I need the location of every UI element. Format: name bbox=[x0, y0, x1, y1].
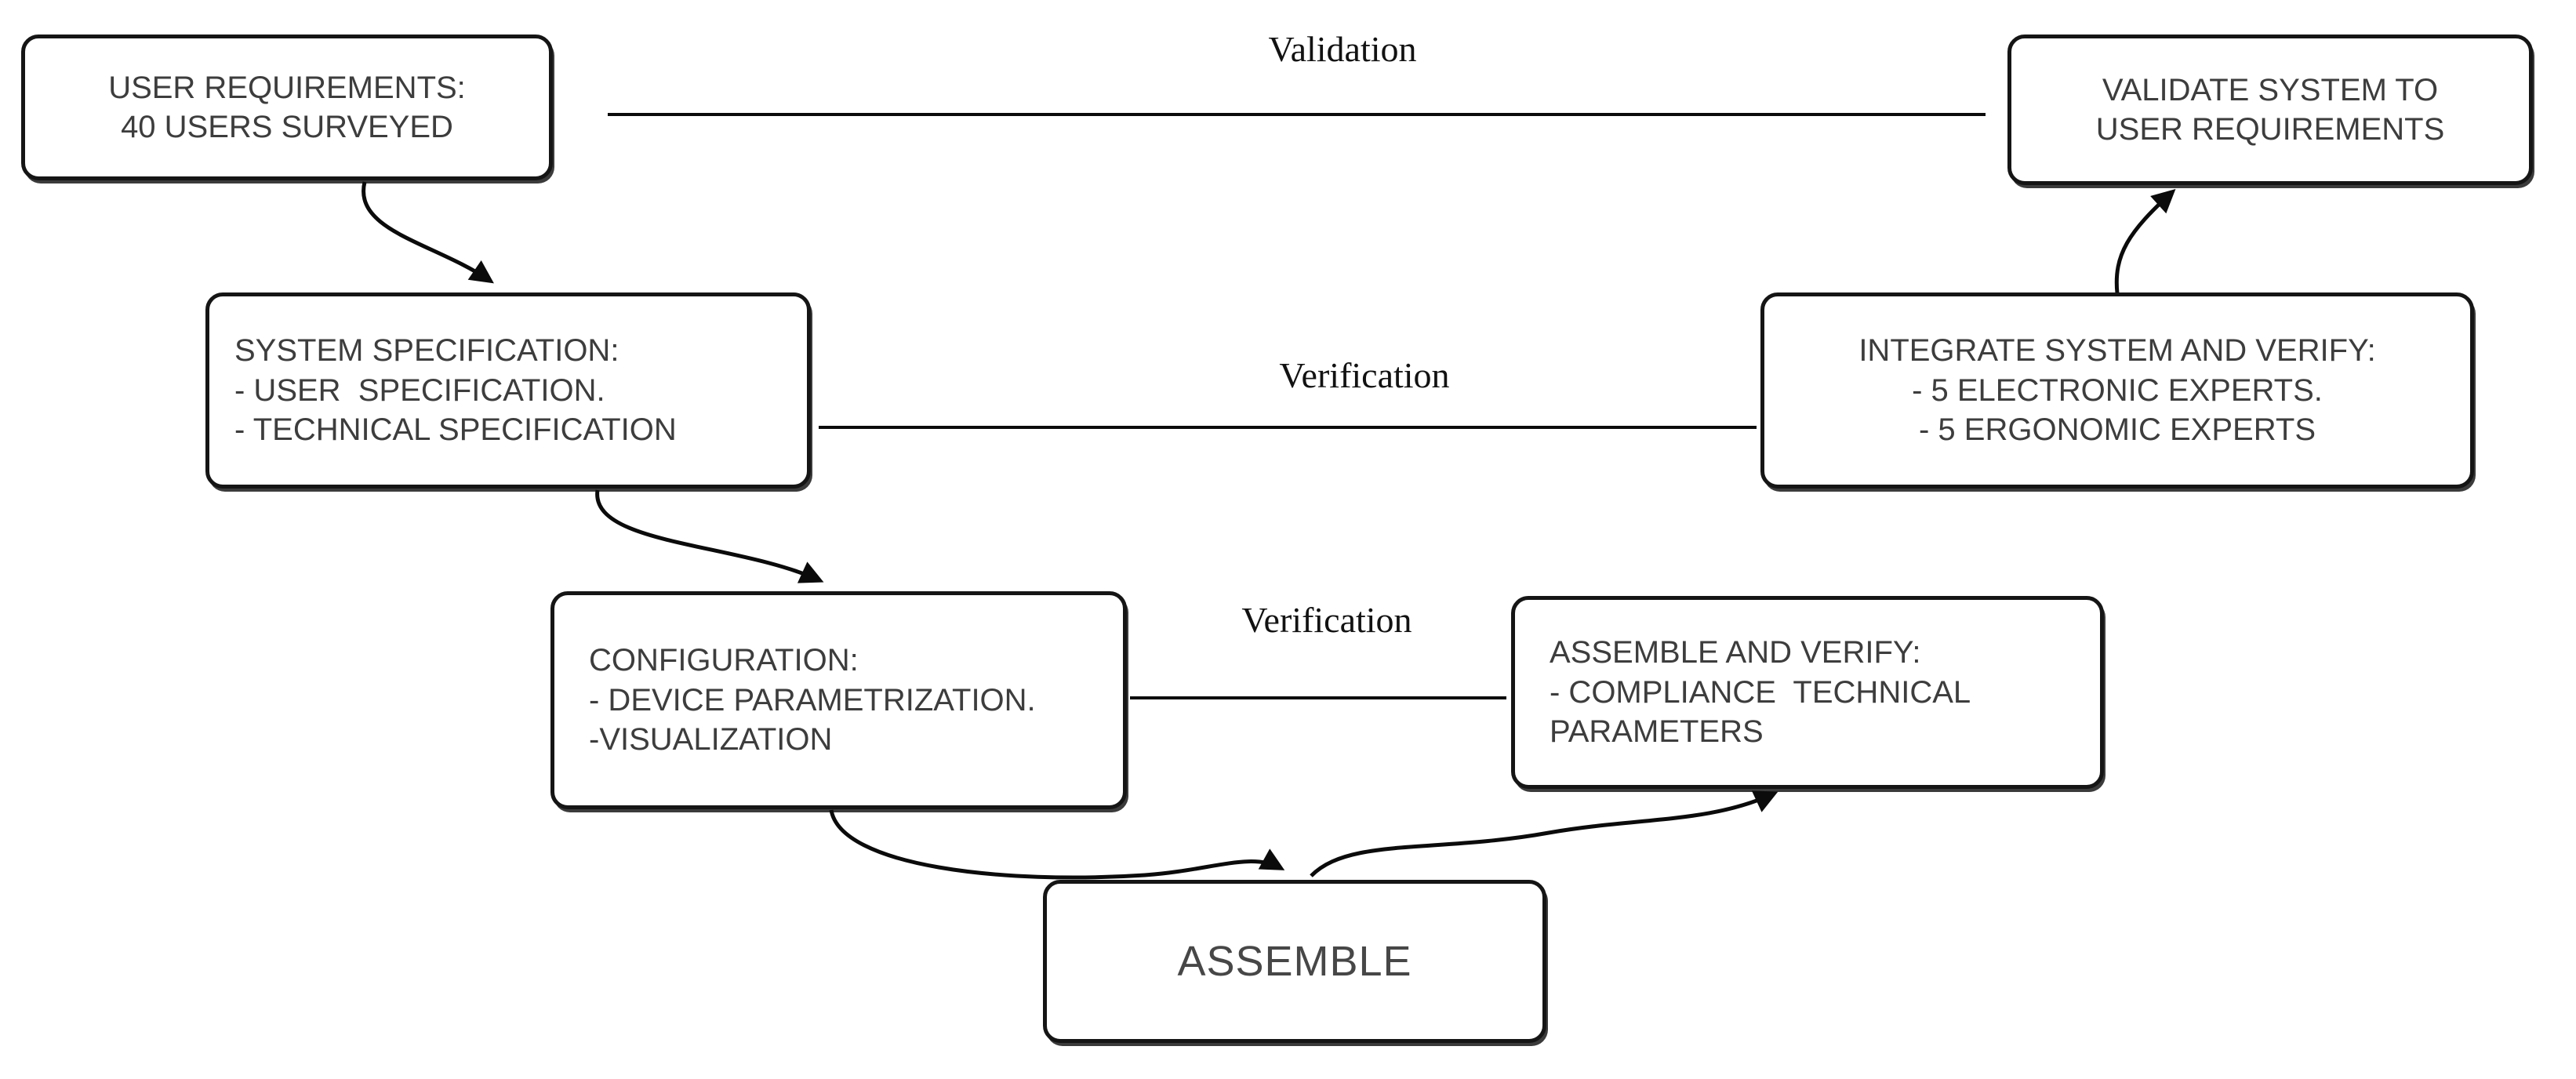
box-line: CONFIGURATION: bbox=[589, 643, 859, 678]
box-line: USER REQUIREMENTS bbox=[2095, 112, 2445, 147]
box-assemble-and-verify: ASSEMBLE AND VERIFY: - COMPLIANCE TECHNI… bbox=[1511, 596, 2104, 789]
box-line: ASSEMBLE bbox=[1177, 937, 1412, 985]
box-validate-system: VALIDATE SYSTEM TO USER REQUIREMENTS bbox=[2007, 35, 2533, 185]
box-line: SYSTEM SPECIFICATION: bbox=[234, 333, 619, 369]
box-line: - DEVICE PARAMETRIZATION. bbox=[589, 682, 1036, 718]
verification-label-upper: Verification bbox=[1279, 355, 1450, 395]
validation-label: Validation bbox=[1268, 29, 1417, 69]
box-line: INTEGRATE SYSTEM AND VERIFY: bbox=[1858, 333, 2376, 369]
box-system-specification: SYSTEM SPECIFICATION: - USER SPECIFICATI… bbox=[205, 292, 811, 489]
box-configuration: CONFIGURATION: - DEVICE PARAMETRIZATION.… bbox=[550, 591, 1127, 809]
box-line: 40 USERS SURVEYED bbox=[121, 110, 453, 144]
box-line: - 5 ELECTRONIC EXPERTS. bbox=[1912, 372, 2323, 408]
box-user-requirements: USER REQUIREMENTS: 40 USERS SURVEYED bbox=[21, 35, 553, 180]
box-integrate-and-verify: INTEGRATE SYSTEM AND VERIFY: - 5 ELECTRO… bbox=[1760, 292, 2474, 489]
verification-label-lower: Verification bbox=[1241, 600, 1412, 640]
box-line: - COMPLIANCE TECHNICAL bbox=[1550, 674, 1971, 710]
arrow-system-specification-to-configuration bbox=[595, 489, 824, 583]
box-line: VALIDATE SYSTEM TO bbox=[2102, 72, 2439, 107]
box-line: -VISUALIZATION bbox=[589, 722, 833, 757]
arrow-integrate-to-validate-system bbox=[2114, 188, 2176, 294]
arrow-user-requirements-to-system-specification bbox=[362, 181, 494, 284]
box-line: - USER SPECIFICATION. bbox=[234, 372, 605, 408]
arrow-configuration-to-assemble bbox=[829, 809, 1285, 880]
box-line: USER REQUIREMENTS: bbox=[108, 70, 466, 105]
box-line: ASSEMBLE AND VERIFY: bbox=[1550, 635, 1921, 670]
box-line: PARAMETERS bbox=[1550, 714, 1764, 750]
box-line: - TECHNICAL SPECIFICATION bbox=[234, 412, 677, 448]
box-line: - 5 ERGONOMIC EXPERTS bbox=[1918, 412, 2316, 448]
box-assemble: ASSEMBLE bbox=[1043, 880, 1546, 1043]
arrow-assemble-to-assemble-and-verify bbox=[1310, 790, 1778, 877]
